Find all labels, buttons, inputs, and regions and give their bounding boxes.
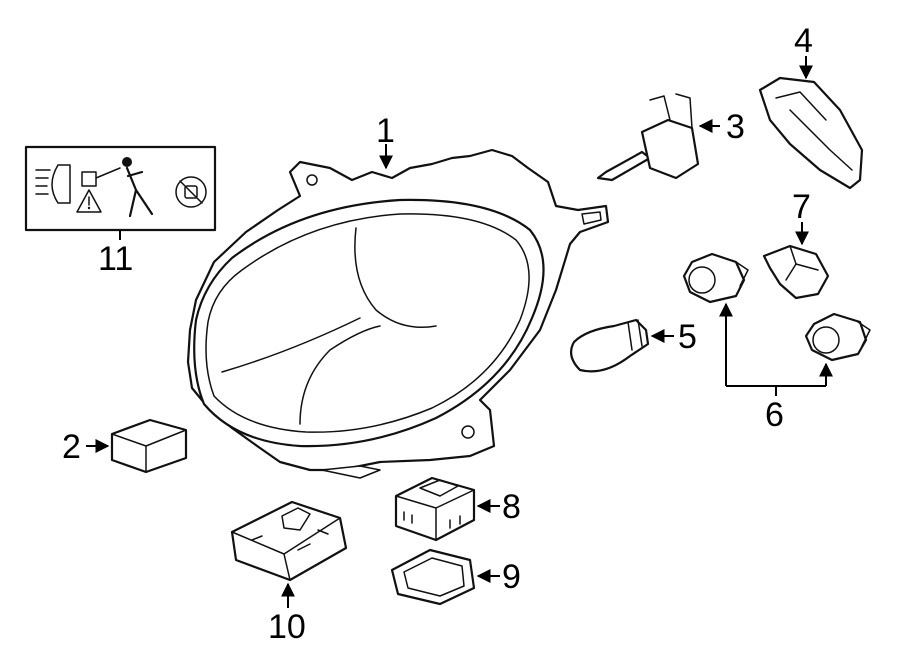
callout-8: 8 bbox=[502, 488, 521, 526]
callout-7: 7 bbox=[792, 188, 811, 226]
callout-6: 6 bbox=[765, 396, 784, 434]
headlamp-lens bbox=[193, 198, 545, 448]
ballast-part[interactable]: 10 bbox=[230, 500, 348, 646]
headlamp-assembly-part[interactable]: 1 bbox=[186, 112, 610, 479]
bulb-part[interactable]: 5 bbox=[569, 318, 697, 373]
callout-4: 4 bbox=[794, 22, 813, 60]
callout-1: 1 bbox=[376, 112, 395, 150]
socket-upper bbox=[682, 252, 749, 304]
callout-2: 2 bbox=[62, 428, 81, 466]
socket-lower bbox=[804, 312, 871, 362]
clip-part[interactable]: 7 bbox=[762, 188, 830, 300]
person-warning-icon bbox=[76, 157, 154, 218]
hid-bulb-part[interactable]: 3 bbox=[596, 93, 745, 182]
mount-hole bbox=[306, 174, 318, 186]
no-touch-icon bbox=[175, 176, 207, 208]
callout-10: 10 bbox=[268, 608, 306, 646]
warning-label-part[interactable]: 11 bbox=[24, 145, 217, 278]
callout-5: 5 bbox=[678, 318, 697, 356]
callout-3: 3 bbox=[726, 108, 745, 146]
control-module-part[interactable]: 8 bbox=[394, 476, 521, 542]
callout-11: 11 bbox=[98, 240, 133, 278]
reflector-curve bbox=[354, 227, 437, 329]
cover-cap-part[interactable]: 4 bbox=[758, 22, 864, 190]
callout-9: 9 bbox=[502, 558, 521, 596]
gasket-part[interactable]: 9 bbox=[390, 548, 521, 606]
socket-part[interactable]: 6 bbox=[682, 252, 871, 434]
module-box-part[interactable]: 2 bbox=[62, 418, 188, 474]
headlamp-beam-icon bbox=[35, 164, 71, 204]
